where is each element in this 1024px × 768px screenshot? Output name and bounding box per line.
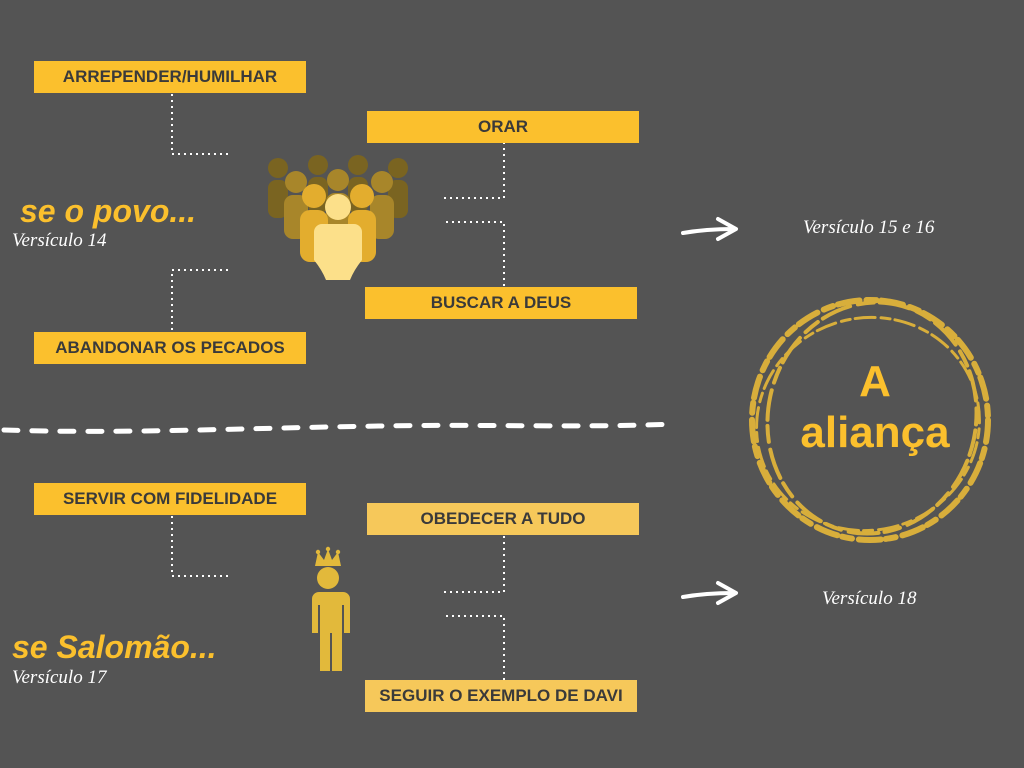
connector-servir xyxy=(171,516,232,577)
right-arrow-icon xyxy=(681,217,738,241)
connector-buscar xyxy=(444,221,505,286)
connector-obedecer xyxy=(444,536,505,593)
lower-verse: Versículo 17 xyxy=(12,667,107,688)
center-title-line1: A xyxy=(859,357,891,406)
lower-heading: se Salomão... xyxy=(12,629,217,665)
lower-connectors xyxy=(171,516,505,680)
connector-abandonar xyxy=(171,269,232,330)
upper-verse: Versículo 14 xyxy=(12,230,107,251)
connector-orar xyxy=(444,142,505,199)
crowned-person-icon xyxy=(312,546,350,671)
center-title-line2: aliança xyxy=(800,408,950,457)
lower-result-verse: Versículo 18 xyxy=(822,588,917,609)
action-box-seguir: SEGUIR O EXEMPLO DE DAVI xyxy=(365,680,637,712)
upper-connectors xyxy=(171,94,505,330)
action-box-servir: SERVIR COM FIDELIDADE xyxy=(34,483,306,515)
right-arrow-icon xyxy=(681,581,738,605)
connector-seguir xyxy=(444,615,505,680)
upper-heading: se o povo... xyxy=(20,193,197,229)
section-divider xyxy=(1,421,678,434)
people-group-icon xyxy=(268,155,408,280)
connector-arrepender xyxy=(171,94,232,155)
alliance-ring-icon xyxy=(749,297,991,543)
action-box-arrepender: ARREPENDER/HUMILHAR xyxy=(34,61,306,93)
action-box-abandonar: ABANDONAR OS PECADOS xyxy=(34,332,306,364)
action-box-obedecer: OBEDECER A TUDO xyxy=(367,503,639,535)
action-box-orar: ORAR xyxy=(367,111,639,143)
action-box-buscar: BUSCAR A DEUS xyxy=(365,287,637,319)
upper-result-verse: Versículo 15 e 16 xyxy=(803,217,935,238)
